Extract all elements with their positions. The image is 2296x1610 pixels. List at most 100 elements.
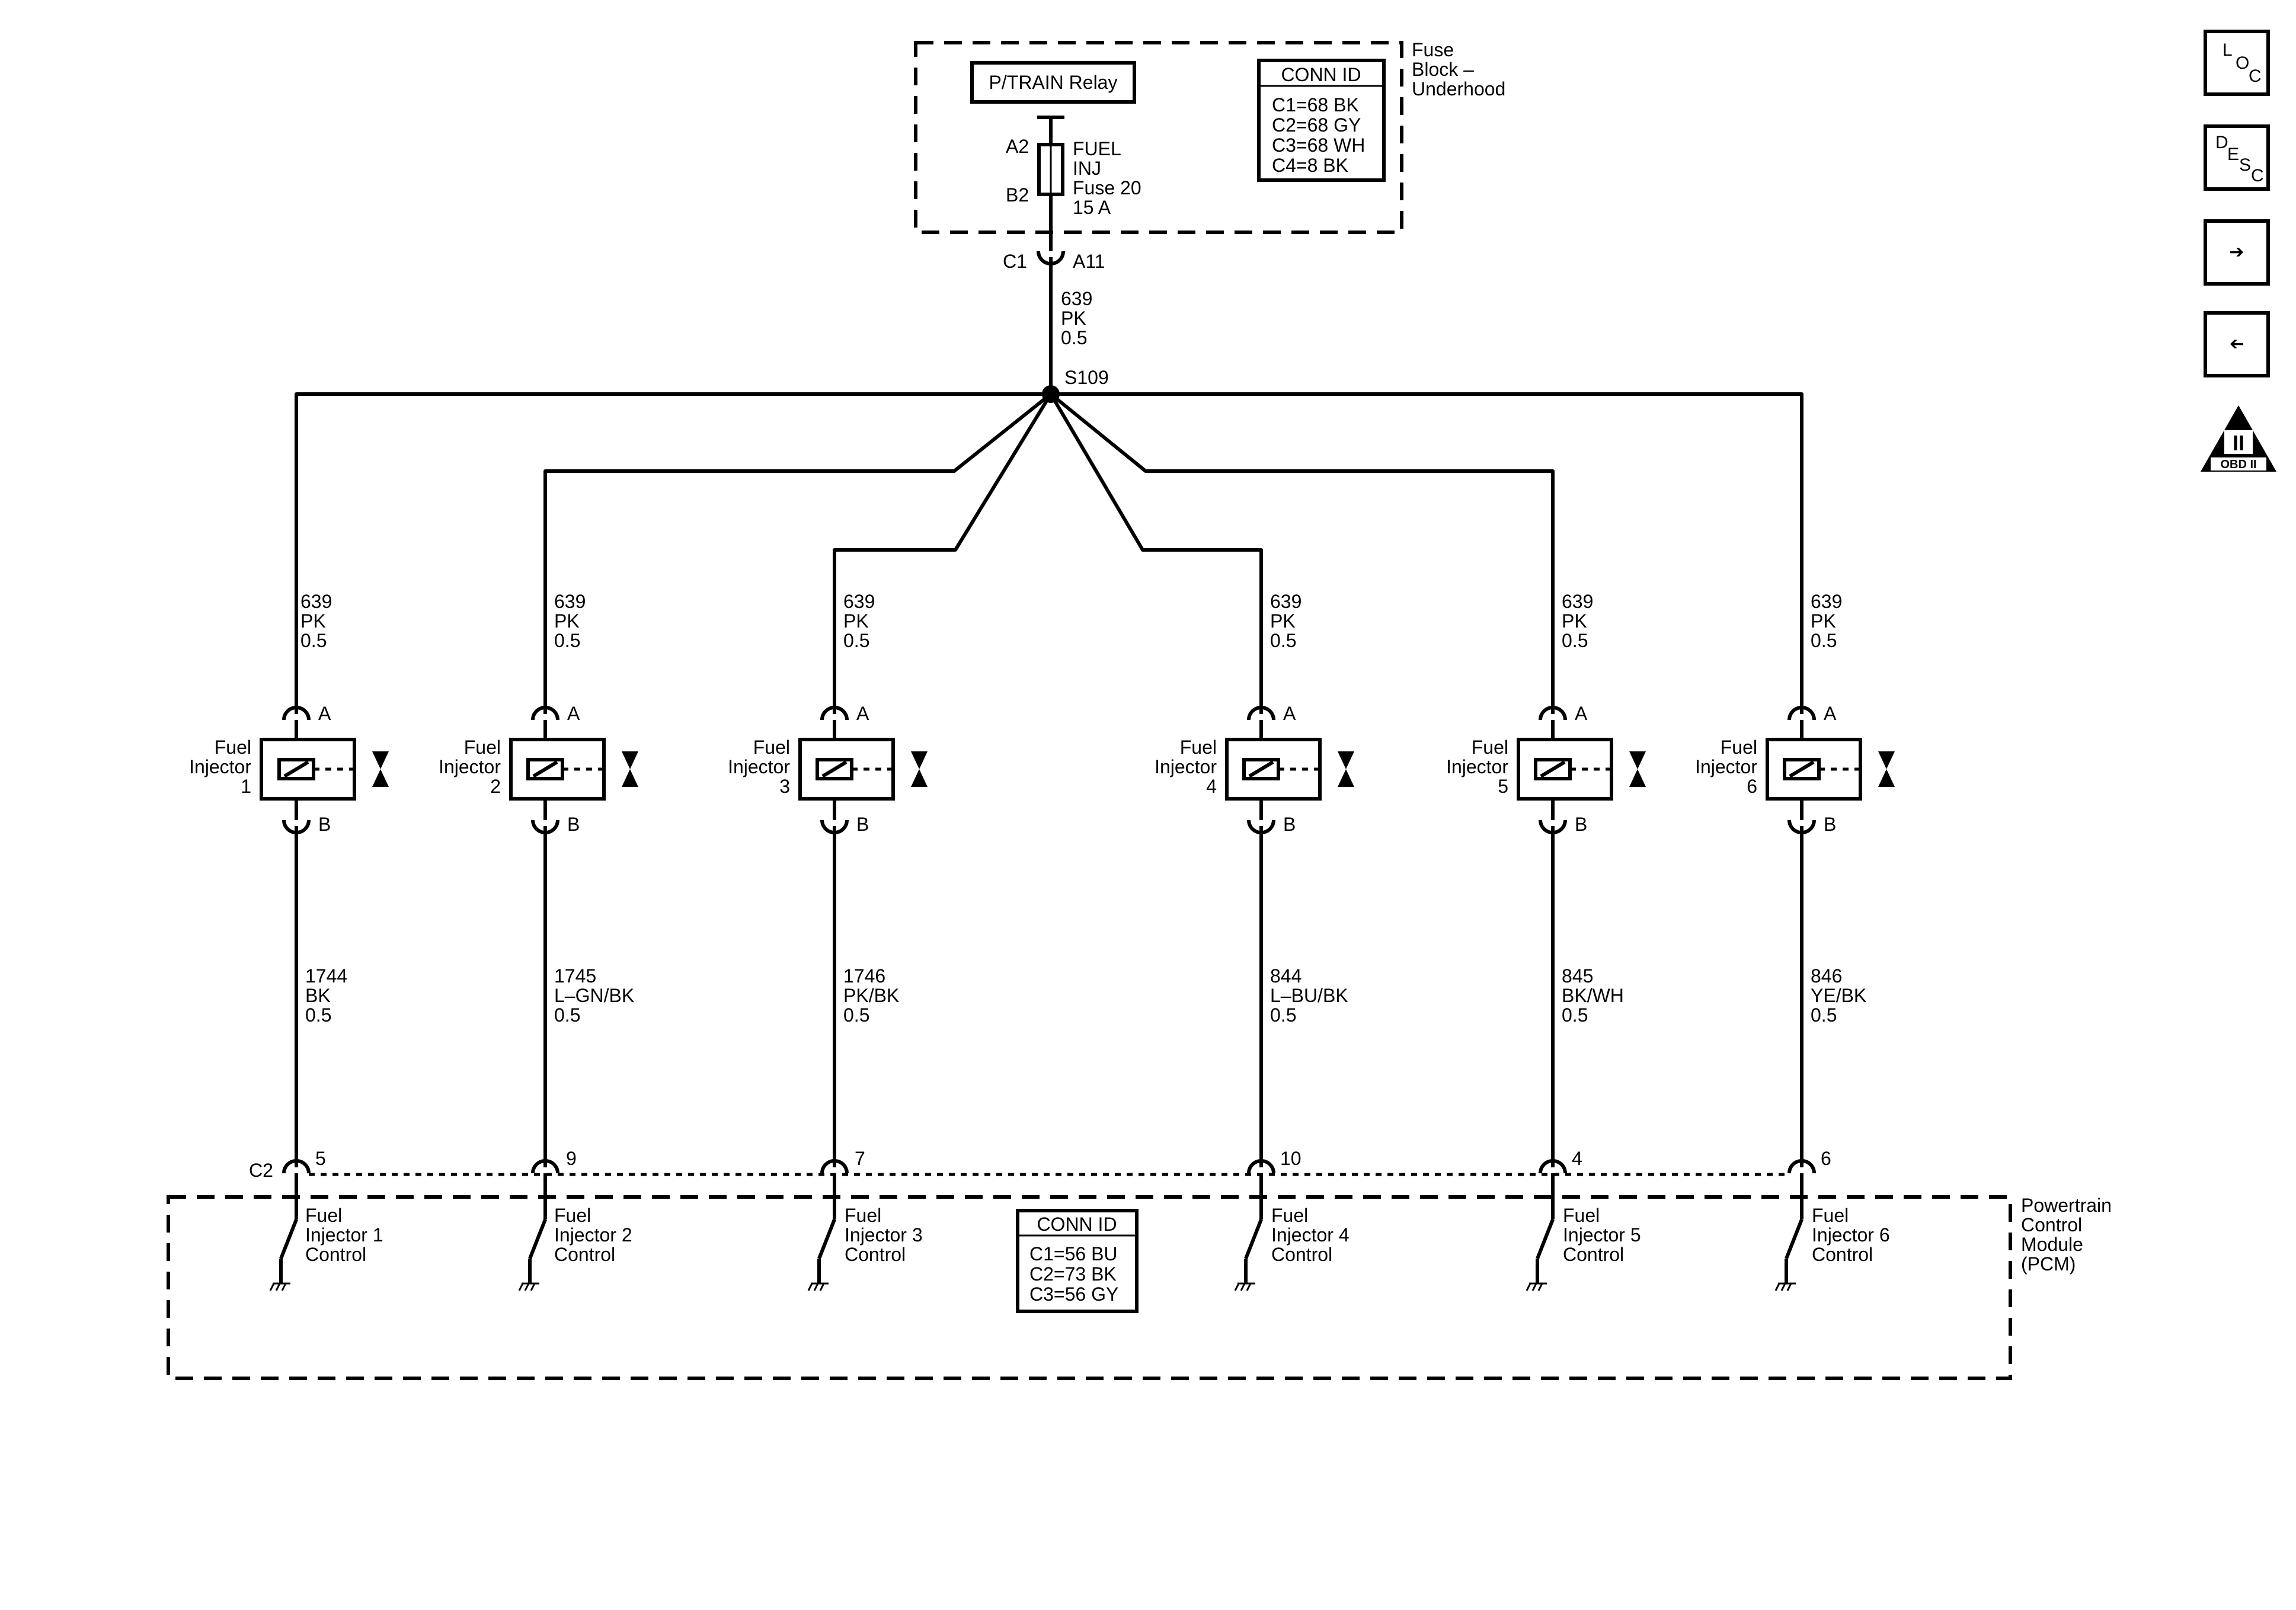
injector-5-valve-icon-bottom [1629, 769, 1646, 787]
fuse-block-outline [914, 41, 1403, 234]
injector-4-pin-b: B [1283, 814, 1296, 835]
injector-6-control-gauge: 0.5 [1811, 1004, 1837, 1026]
loc-letter-c: C [2249, 66, 2262, 86]
injector-2-valve-icon-top [622, 751, 638, 769]
pcm-injector-2-control-2: Injector 2 [554, 1224, 632, 1246]
ptrain-relay-label: P/TRAIN Relay [989, 72, 1118, 93]
pcm-injector-4-control-2: Injector 4 [1271, 1224, 1350, 1246]
injector-2-supply-color: PK [554, 610, 580, 632]
injector-1-control-circuit: 1744 [305, 965, 347, 987]
injector-1-pin-b: B [318, 814, 331, 835]
right-arrow-icon: ➔ [2229, 242, 2244, 262]
injector-1-valve-icon-top [372, 751, 389, 769]
fuse-label-4: 15 A [1073, 197, 1111, 218]
injector-5-supply-color: PK [1562, 610, 1587, 632]
loc-letter-l: L [2223, 40, 2233, 60]
branch-injector-1 [295, 392, 1051, 714]
injector-2-pin-b: B [567, 814, 580, 835]
injector-1-pin-a: A [318, 703, 331, 724]
injector-2-control-gauge: 0.5 [554, 1004, 580, 1026]
injector-1-coil-core [283, 760, 309, 778]
fuse-block-conn-id-4: C4=8 BK [1272, 155, 1348, 176]
injector-4-supply-color: PK [1270, 610, 1296, 632]
injector-6-coil-core [1789, 760, 1815, 778]
branch-injector-3 [833, 393, 1053, 714]
injector-5-name-1: Fuel [1472, 737, 1508, 758]
fuse-label-2: INJ [1073, 158, 1101, 179]
pcm-label-2: Control [2021, 1214, 2082, 1235]
injector-3-coil-core [821, 760, 848, 778]
injector-3-driver-switch [817, 1218, 836, 1260]
pcm-c2-pin-9-connector [531, 1159, 559, 1174]
injector-3-name-2: Injector [728, 756, 790, 777]
injector-2-name-2: Injector [439, 756, 501, 777]
injector-2-name-1: Fuel [464, 737, 501, 758]
injector-6-control-color: YE/BK [1811, 985, 1866, 1006]
injector-1-supply-gauge: 0.5 [300, 630, 327, 651]
pcm-c2-pin-4: 4 [1572, 1148, 1582, 1169]
injector-4-name-3: 4 [1206, 776, 1217, 797]
fuse-block-conn-id-title: CONN ID [1281, 64, 1361, 85]
branch-injector-2 [543, 392, 1052, 714]
pcm-injector-6-control-1: Fuel [1812, 1205, 1849, 1226]
pcm-conn-id-3: C3=56 GY [1029, 1283, 1118, 1305]
pcm-injector-6-control-3: Control [1812, 1244, 1873, 1265]
injector-1-name-3: 1 [241, 776, 251, 797]
fuel-injector-3: 639 PK 0.5 A Fuel Injector 3 B 1746 PK/B… [728, 591, 928, 1291]
injector-4-control-gauge: 0.5 [1270, 1004, 1296, 1026]
injector-6-supply-circuit: 639 [1811, 591, 1842, 612]
pcm-injector-3-control-2: Injector 3 [845, 1224, 923, 1246]
branch-injector-6 [1051, 392, 1803, 714]
injector-4-supply-circuit: 639 [1270, 591, 1302, 612]
injector-1-name-2: Injector [189, 756, 251, 777]
pcm-conn-id-box [1016, 1209, 1139, 1313]
injector-5-supply-gauge: 0.5 [1562, 630, 1588, 651]
injector-6-control-circuit: 846 [1811, 965, 1842, 987]
injector-6-pin-a: A [1824, 703, 1837, 724]
injector-4-driver-switch [1244, 1218, 1263, 1260]
injector-3-control-color: PK/BK [843, 985, 899, 1006]
connector-a11-label: A11 [1073, 251, 1105, 272]
next-page-button[interactable]: ➔ [2204, 219, 2270, 286]
injector-6-driver-switch [1785, 1218, 1803, 1260]
injector-6-connector-a [1787, 706, 1816, 721]
fuse-block-conn-id-2: C2=68 GY [1272, 114, 1361, 136]
injector-3-pin-a: A [856, 703, 869, 724]
injector-4-valve-icon-top [1338, 751, 1354, 769]
pcm-c2-pin-10: 10 [1280, 1148, 1302, 1169]
pcm-c2-pin-6-connector [1787, 1159, 1816, 1174]
fuel-injector-5: 639 PK 0.5 A Fuel Injector 5 B 845 BK/WH… [1446, 591, 1646, 1291]
injector-6-name-1: Fuel [1721, 737, 1757, 758]
fuel-injector-2: 639 PK 0.5 A Fuel Injector 2 B 1745 L–GN… [439, 591, 638, 1291]
fuse-block-conn-id-box [1257, 59, 1386, 182]
injector-1-name-1: Fuel [215, 737, 251, 758]
injector-2-driver-switch [528, 1218, 547, 1260]
fuel-injector-4: 639 PK 0.5 A Fuel Injector 4 B 844 L–BU/… [1155, 591, 1354, 1291]
injector-3-pin-b: B [856, 814, 869, 835]
fuse-block-conn-id-3: C3=68 WH [1272, 135, 1365, 156]
feed-wire-color: PK [1061, 308, 1086, 329]
pcm-injector-1-control-1: Fuel [305, 1205, 342, 1226]
injector-5-supply-circuit: 639 [1562, 591, 1593, 612]
obd-ii-button[interactable]: II OBD II [2199, 403, 2279, 474]
pcm-c2-pin-6: 6 [1821, 1148, 1831, 1169]
injector-6-pin-b: B [1824, 814, 1836, 835]
injector-3-control-gauge: 0.5 [843, 1004, 869, 1026]
fuse-block-label-3: Underhood [1412, 78, 1505, 100]
pcm-injector-3-control-3: Control [845, 1244, 906, 1265]
pcm-injector-5-control-2: Injector 5 [1563, 1224, 1641, 1246]
pcm-c2-pin-5: 5 [315, 1148, 326, 1169]
previous-page-button[interactable]: ➔ [2204, 311, 2270, 377]
injector-1-supply-circuit: 639 [300, 591, 332, 612]
fuse-terminal-b2: B2 [1006, 184, 1029, 206]
desc-button[interactable]: D E S C [2204, 124, 2270, 191]
injector-5-name-2: Injector [1446, 756, 1508, 777]
injector-4-coil-core [1248, 760, 1274, 778]
loc-button[interactable]: L O C [2204, 30, 2270, 96]
fuse-label-1: FUEL [1073, 138, 1121, 159]
injector-5-pin-a: A [1575, 703, 1588, 724]
injector-1-control-gauge: 0.5 [305, 1004, 331, 1026]
desc-letter-e: E [2227, 145, 2240, 164]
pcm-c2-pin-9: 9 [566, 1148, 577, 1169]
pcm-c2-pin-7: 7 [855, 1148, 865, 1169]
